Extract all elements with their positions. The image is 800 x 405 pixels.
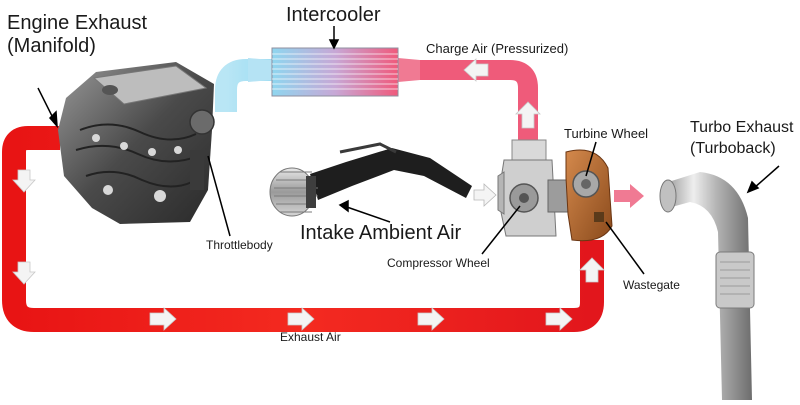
compressor-housing: [497, 139, 557, 237]
leader-arrowhead: [48, 110, 58, 129]
engine-block-illustration: [58, 62, 215, 224]
turbine-wheel-label: Turbine Wheel: [564, 126, 649, 141]
exhaust-flow-arrow: [417, 307, 445, 331]
leader-line-throttlebody: [207, 155, 231, 237]
leader-arrowhead: [328, 39, 340, 50]
throttlebody-label: Throttlebody: [206, 238, 273, 252]
leader-line-wastegate: [605, 221, 645, 275]
cooled-air-pipe: [215, 58, 272, 112]
exhaust-loop-pipe: [2, 126, 604, 332]
exhaust-flow-arrow: [12, 261, 36, 285]
charge-air-pipe: [398, 58, 538, 142]
leader-line-turbine-wheel: [585, 141, 597, 177]
exhaust-flow-arrow: [287, 307, 315, 331]
compressor-wheel-label: Compressor Wheel: [387, 256, 490, 270]
exhaust-flow-arrow: [579, 257, 605, 283]
leader-arrowhead: [746, 180, 760, 194]
charge-air-label: Charge Air (Pressurized): [426, 41, 569, 56]
exhaust-flow-arrow: [545, 307, 573, 331]
wastegate-label: Wastegate: [623, 278, 680, 292]
engine-exhaust-sublabel: (Manifold): [7, 35, 96, 57]
intercooler-core: [271, 47, 399, 97]
turbo-exhaust-sublabel: (Turboback): [690, 140, 776, 157]
intake-flow-arrow: [473, 183, 497, 207]
leader-line-intake: [343, 205, 391, 223]
charge-air-flow-arrow: [463, 58, 489, 82]
leader-line-engine-exhaust: [37, 87, 55, 121]
turbo-exhaust-label: Turbo Exhaust: [690, 119, 794, 136]
exhaust-air-label: Exhaust Air: [280, 330, 341, 344]
turbine-housing: [565, 149, 613, 242]
intake-filter-assembly: [269, 142, 472, 217]
turbo-outlet-arrow: [614, 184, 644, 208]
leader-arrowhead: [338, 199, 349, 213]
downpipe-illustration: [659, 172, 755, 400]
intake-ambient-air-label: Intake Ambient Air: [300, 222, 462, 244]
exhaust-flow-arrow: [12, 169, 36, 193]
intercooler-label: Intercooler: [286, 4, 381, 26]
leader-line-turbo-exhaust: [753, 165, 780, 189]
exhaust-flow-arrow: [149, 307, 177, 331]
engine-exhaust-label: Engine Exhaust: [7, 12, 148, 34]
leader-line-compressor-wheel: [481, 205, 521, 255]
charge-air-flow-arrow: [515, 101, 541, 129]
